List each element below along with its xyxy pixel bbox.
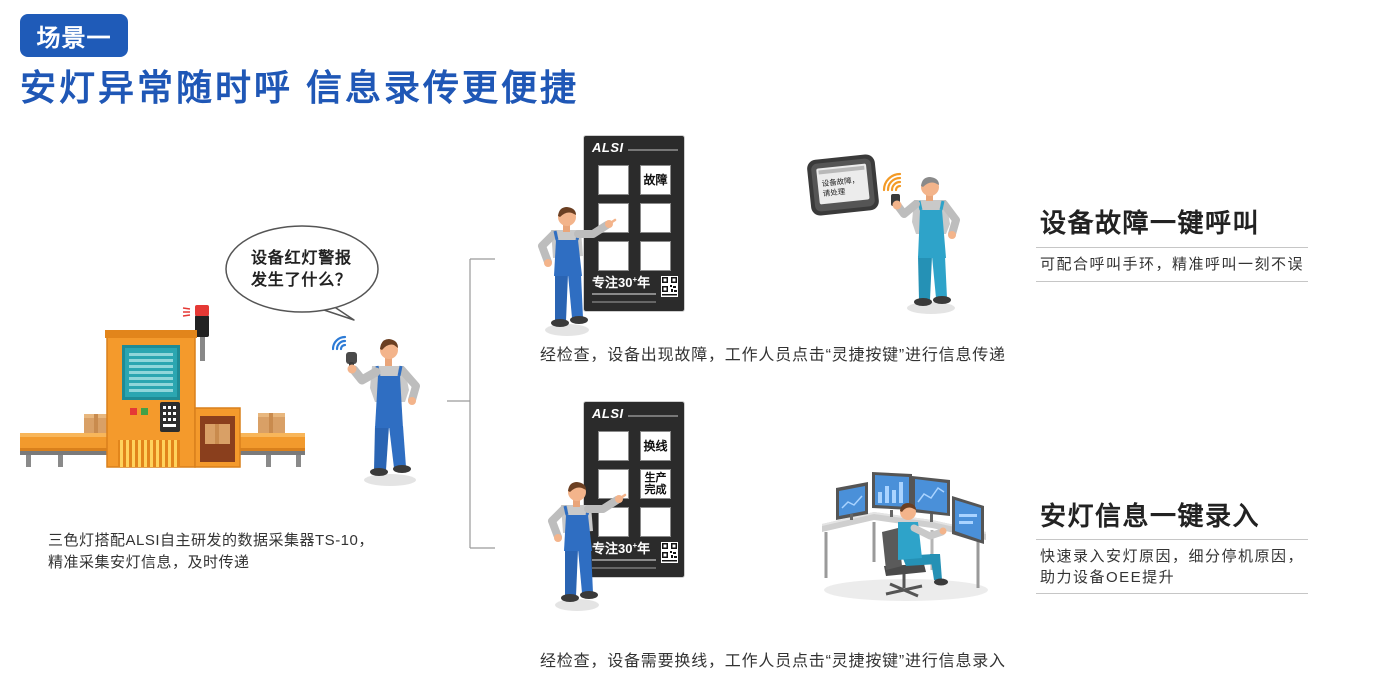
slogan-end: 年 [637,275,651,290]
panel-button-label: 故障 [643,173,668,187]
slogan-end: 年 [637,541,651,556]
branch-connector [447,258,495,549]
workstation-illustration [822,472,988,601]
machine-illustration [20,305,305,468]
divider [1036,593,1308,594]
office-chair [882,528,926,598]
panel-button-r1-left[interactable] [598,165,629,195]
panel-button-fault[interactable]: 故障 [640,165,671,195]
monitor [912,476,950,522]
panel-button-r2-right[interactable] [640,203,671,233]
qr-code-icon [661,276,678,297]
panel-header-bar [628,149,678,151]
panel-slogan-bar [592,559,656,561]
monitor [872,472,912,517]
slogan-sup: + [632,275,638,284]
monitor [952,496,984,544]
panel-slogan-bar [592,301,656,303]
panel-button-r3-right[interactable] [640,241,671,271]
slogan-main: 专注30 [592,541,633,556]
slogan-sup: + [632,541,638,550]
scene-badge: 场景一 [20,14,128,57]
feature-description: 快速录入安灯原因，细分停机原因， [1040,548,1305,565]
panel-bottom-caption: 经检查，设备需要换线，工作人员点击“灵捷按键”进行信息录入 [540,653,1006,670]
speech-bubble-line: 设备红灯警报 [251,250,352,267]
panel-button-label: 换线 [643,439,668,453]
qr-code-icon [661,542,678,563]
panel-button-label: 生产 [644,472,667,484]
panel-slogan: 专注30+年 [592,275,650,290]
scanner-icon [346,352,357,364]
worker-with-call-band [891,177,960,314]
panel-button-changeover[interactable]: 换线 [640,431,671,461]
tower-light-icon [182,305,209,361]
cardboard-box [258,413,285,433]
slogan-main: 专注30 [592,275,633,290]
panel-button-r1-left[interactable] [598,431,629,461]
panel-top-caption: 经检查，设备出现故障，工作人员点击“灵捷按键”进行信息传递 [540,347,1006,364]
page-title: 安灯异常随时呼 信息录传更便捷 [20,67,580,108]
cardboard-box [84,414,108,433]
left-caption-line: 三色灯搭配ALSI自主研发的数据采集器TS-10， [48,532,374,549]
divider [1036,281,1308,282]
seated-worker [898,503,948,586]
machine-body [105,330,197,468]
feature-heading-fault-call: 设备故障一键呼叫 [1040,208,1261,238]
feature-heading-andon-entry: 安灯信息一键录入 [1040,501,1261,531]
device-screen-line: 设备故障， [821,174,859,188]
panel-button-r3-right[interactable] [640,507,671,537]
left-caption-line: 精准采集安灯信息，及时传递 [48,554,250,571]
wireless-display-device: 设备故障， 请处理 [807,154,879,216]
panel-button-r3-left[interactable] [598,241,629,271]
panel-logo: ALSI [592,140,624,155]
panel-slogan: 专注30+年 [592,541,650,556]
divider [1036,539,1308,540]
monitor [836,482,868,520]
panel-button-label: 完成 [644,484,667,496]
machine-side-cabinet [194,407,241,468]
wifi-icon [882,172,902,192]
feature-description: 助力设备OEE提升 [1040,569,1176,586]
worker-pointing [548,482,627,611]
panel-button-production-done[interactable]: 生产 完成 [640,469,671,499]
panel-logo: ALSI [592,406,624,421]
panel-slogan-bar [592,293,656,295]
button-panel-changeover: ALSI 换线 生产 完成 专注30+年 [583,401,685,578]
speech-bubble [225,225,379,321]
panel-header-bar [628,415,678,417]
feature-description: 可配合呼叫手环，精准呼叫一刻不误 [1040,256,1305,273]
wifi-icon [332,335,347,351]
device-screen-line: 请处理 [822,186,846,198]
panel-slogan-bar [592,567,656,569]
worker-with-scanner [332,335,420,486]
speech-bubble-line: 发生了什么？ [251,272,352,289]
worker-pointing [538,207,617,336]
divider [1036,247,1308,248]
